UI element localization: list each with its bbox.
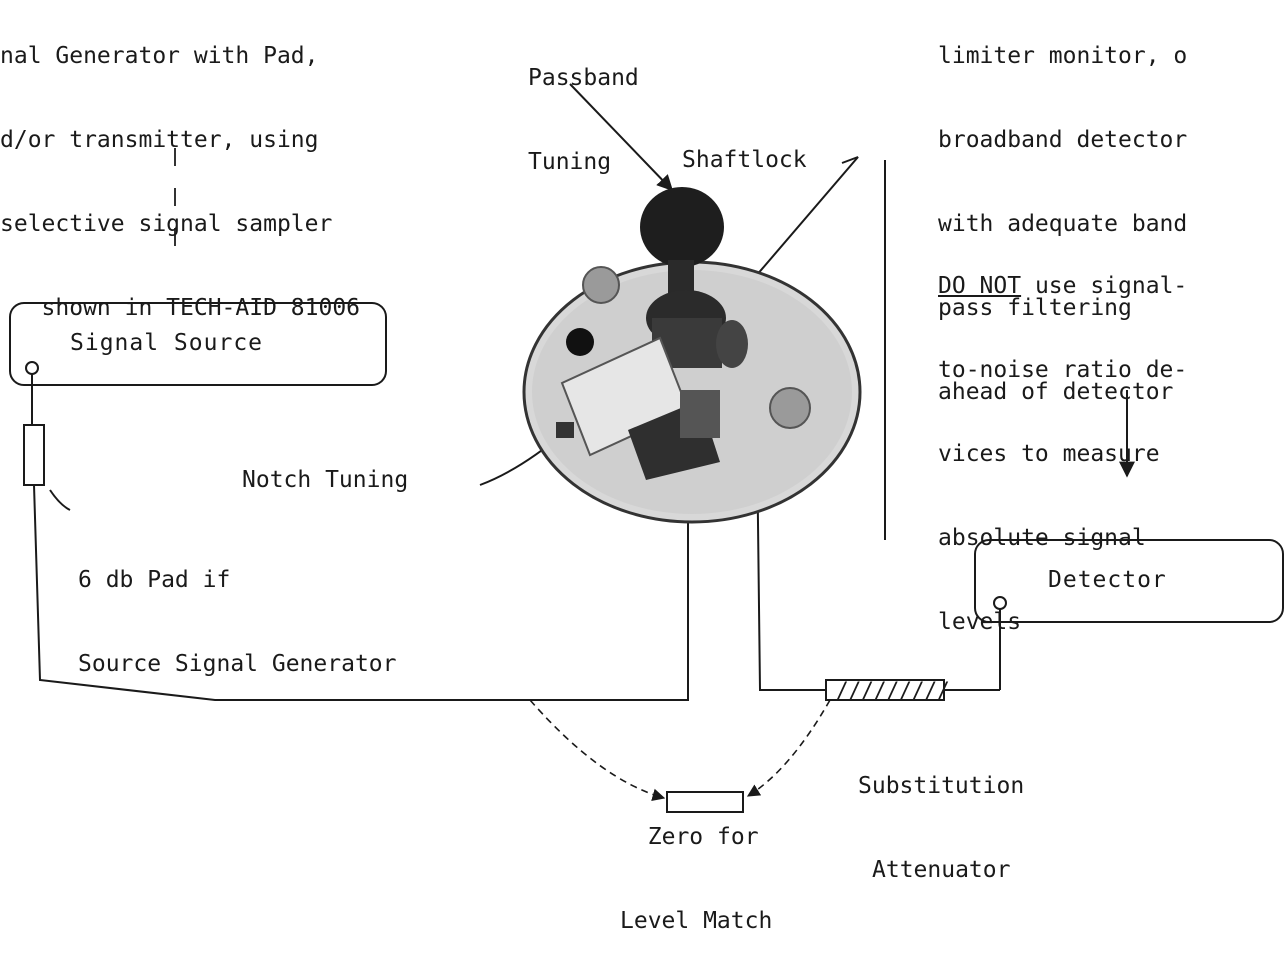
warning-line: vices to measure (938, 440, 1187, 468)
notch-label: Notch Tuning (242, 466, 408, 494)
note-line: d/or transmitter, using (0, 126, 360, 154)
label-line: Substitution (858, 772, 1024, 800)
label-line: Passband (528, 64, 639, 92)
six-db-pad (24, 425, 44, 485)
note-line: limiter monitor, o (938, 42, 1187, 70)
shaftlock-label: Shaftlock (682, 146, 807, 174)
label-line: Source Signal Generator (78, 650, 397, 678)
signal-source-connector (26, 362, 38, 374)
top-left-note: nal Generator with Pad, d/or transmitter… (0, 0, 360, 350)
label-line: Attenuator (858, 856, 1024, 884)
signal-source-label: Signal Source (70, 330, 263, 356)
note-line: selective signal sampler (0, 210, 360, 238)
warning-line: to-noise ratio de- (938, 356, 1187, 384)
attenuator-hatch: ///////// (836, 676, 950, 704)
passband-label: Passband Tuning (528, 8, 639, 204)
warning-note: DO NOT use signal- to-noise ratio de- vi… (938, 216, 1187, 664)
warning-emphasis: DO NOT (938, 273, 1021, 299)
pad-leader (50, 490, 70, 510)
label-line: Zero for (620, 823, 772, 851)
zero-label: Zero for Level Match (620, 767, 772, 963)
label-line: Level Match (620, 907, 772, 935)
attenuator-label: Substitution Attenuator (858, 716, 1024, 912)
notch-filter-unit (524, 187, 860, 522)
note-line: nal Generator with Pad, (0, 42, 360, 70)
note-line: shown in TECH-AID 81006 (0, 294, 360, 322)
detector-label: Detector (1048, 567, 1167, 593)
warning-rest: use signal- (1021, 273, 1187, 299)
warning-first-line: DO NOT use signal- (938, 272, 1187, 300)
pad-label: 6 db Pad if Source Signal Generator (78, 510, 397, 706)
warning-line: levels (938, 608, 1187, 636)
label-line: Tuning (528, 148, 639, 176)
warning-line: absolute signal (938, 524, 1187, 552)
label-line: 6 db Pad if (78, 566, 397, 594)
note-line: broadband detector (938, 126, 1187, 154)
